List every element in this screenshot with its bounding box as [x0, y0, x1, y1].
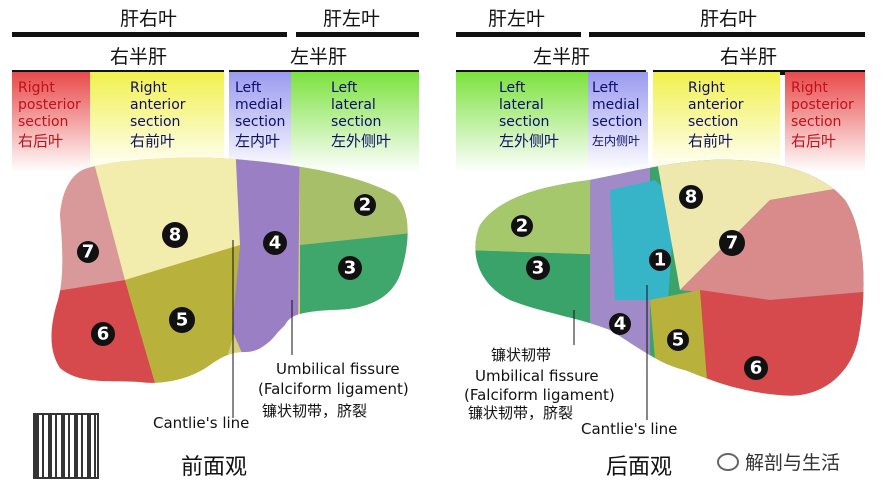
svg-text:4: 4 — [269, 233, 282, 254]
segment-8-marker: 8 — [162, 222, 188, 248]
svg-text:4: 4 — [614, 314, 627, 335]
right-ligament-cn-label: 镰状韧带 — [491, 346, 551, 364]
svg-text:7: 7 — [82, 242, 95, 263]
svg-text:7: 7 — [726, 233, 739, 254]
segment-4-marker: 4 — [609, 313, 631, 335]
segment-5-marker: 5 — [169, 307, 195, 333]
segment-2-marker: 2 — [511, 215, 533, 237]
right-umbilical-fissure-label: Umbilical fissure — [475, 367, 599, 385]
segment-7-marker: 7 — [719, 230, 745, 256]
svg-text:2: 2 — [359, 195, 372, 216]
svg-text:2: 2 — [516, 216, 529, 237]
segment-8-marker: 8 — [679, 185, 703, 209]
wechat-icon — [717, 453, 739, 471]
svg-text:5: 5 — [176, 310, 189, 331]
right-cantlie-line-label: Cantlie's line — [581, 420, 677, 438]
svg-text:8: 8 — [685, 187, 698, 208]
segment-2-marker: 2 — [354, 194, 376, 216]
svg-text:8: 8 — [169, 225, 182, 246]
svg-text:5: 5 — [672, 330, 685, 351]
svg-text:3: 3 — [532, 258, 545, 279]
right-falciform-ligament-label: (Falciform ligament) — [464, 386, 615, 404]
left-cantlie-line-label: Cantlie's line — [153, 414, 249, 432]
left-falciform-cn-label: 镰状韧带，脐裂 — [262, 402, 367, 420]
qr-code — [33, 413, 99, 479]
segment-6-marker: 6 — [744, 356, 768, 380]
svg-text:6: 6 — [97, 324, 110, 345]
segment-7-marker: 7 — [77, 241, 99, 263]
right-falciform-cn-label: 镰状韧带，脐裂 — [468, 404, 573, 422]
segment-3-marker: 3 — [526, 256, 550, 280]
posterior-view-title: 后面观 — [606, 449, 672, 481]
anterior-view-title: 前面观 — [181, 449, 247, 481]
watermark-text: 解剖与生活 — [370, 308, 465, 335]
svg-text:3: 3 — [344, 258, 357, 279]
left-umbilical-fissure-label: Umbilical fissure — [276, 360, 400, 378]
segment-1-marker: 1 — [649, 249, 671, 271]
left-falciform-ligament-label: (Falciform ligament) — [258, 380, 409, 398]
segment-4-marker: 4 — [263, 231, 287, 255]
segment-6-marker: 6 — [91, 322, 115, 346]
brand-badge: 解剖与生活 — [717, 448, 840, 475]
svg-text:1: 1 — [654, 250, 667, 271]
segment-3-marker: 3 — [338, 256, 362, 280]
segment-5-marker: 5 — [667, 329, 689, 351]
brand-name: 解剖与生活 — [745, 448, 840, 475]
svg-text:6: 6 — [750, 358, 763, 379]
